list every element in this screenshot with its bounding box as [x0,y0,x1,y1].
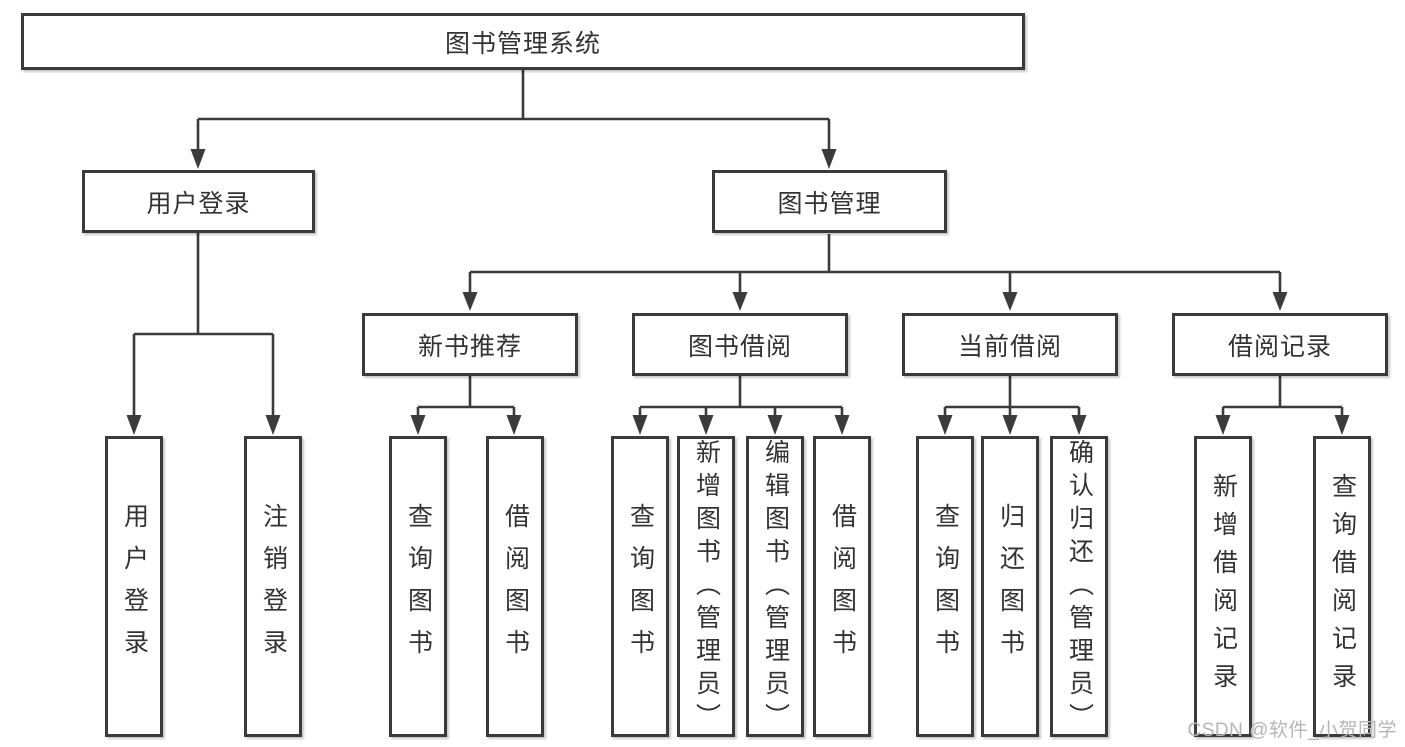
node-label: 注销登录 [259,502,288,671]
node-label: 用户登录 [120,502,149,671]
leaf-logout: 注销登录 [244,436,302,737]
connector-book-borrow-to-leaves [632,376,850,435]
node-current-borrow: 当前借阅 [902,313,1118,376]
leaf-query-borrow-record: 查询借阅记录 [1313,436,1371,737]
connector-user-login-to-leaves [126,233,281,435]
node-borrow-record: 借阅记录 [1172,313,1388,376]
node-label: 编辑图书（管理员） [761,439,790,736]
leaf-user-login: 用户登录 [105,436,163,737]
node-label: 查询图书 [404,502,433,671]
node-label: 借阅图书 [828,502,857,671]
node-label: 图书管理系统 [444,29,601,58]
leaf-borrow-book-recommend: 借阅图书 [486,436,544,737]
leaf-confirm-return-admin: 确认归还（管理员） [1050,436,1108,737]
connector-current-borrow-to-leaves [937,376,1087,435]
leaf-add-borrow-record: 新增借阅记录 [1194,436,1252,737]
node-library-management-system: 图书管理系统 [21,13,1025,70]
node-label: 查询图书 [626,502,655,671]
node-label: 新增借阅记录 [1209,472,1238,701]
node-label: 借阅记录 [1227,332,1332,361]
node-label: 查询图书 [931,502,960,671]
node-label: 新书推荐 [417,332,522,361]
node-label: 当前借阅 [957,332,1062,361]
leaf-return-book: 归还图书 [981,436,1039,737]
node-new-book-recommend: 新书推荐 [362,313,578,376]
node-label: 确认归还（管理员） [1065,439,1094,736]
node-label: 用户登录 [146,189,251,218]
node-label: 图书借阅 [687,332,792,361]
leaf-add-book-admin: 新增图书（管理员） [677,436,735,737]
leaf-borrow-book: 借阅图书 [813,436,871,737]
leaf-edit-book-admin: 编辑图书（管理员） [746,436,804,737]
leaf-query-book-borrow: 查询图书 [611,436,669,737]
node-book-management: 图书管理 [712,170,947,233]
csdn-watermark: CSDN @软件_小贺同学 [1187,720,1397,741]
connector-borrow-record-to-leaves [1215,376,1350,435]
node-label: 图书管理 [777,189,882,218]
connector-root-to-level2 [190,70,837,169]
node-label: 借阅图书 [501,502,530,671]
connector-new-book-to-leaves [410,376,522,435]
node-label: 新增图书（管理员） [692,439,721,736]
leaf-query-book-current: 查询图书 [916,436,974,737]
node-book-borrow: 图书借阅 [632,313,848,376]
leaf-query-book-recommend: 查询图书 [389,436,447,737]
node-label: 查询借阅记录 [1328,472,1357,701]
node-user-login: 用户登录 [82,170,315,233]
connector-book-management-to-level3 [462,234,1288,311]
node-label: 归还图书 [996,502,1025,671]
